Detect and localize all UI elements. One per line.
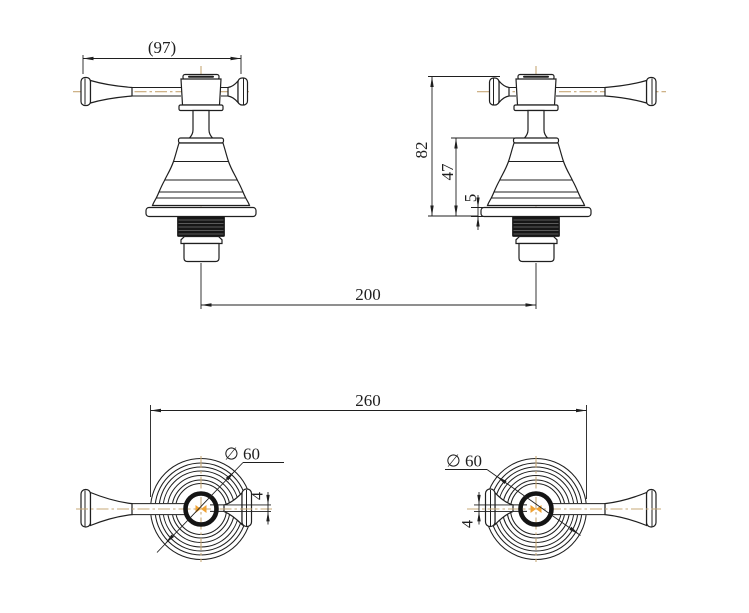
hub-base <box>513 104 559 112</box>
arrowhead <box>430 76 434 87</box>
dim-82-label: 82 <box>412 142 431 159</box>
hub-base <box>178 104 224 112</box>
arrowhead <box>477 494 481 505</box>
dim-4-right-label: 4 <box>460 520 477 528</box>
side-view-left-figure <box>73 66 257 263</box>
extension-lines <box>428 76 500 217</box>
spindle-lip <box>515 235 558 245</box>
arrowhead <box>83 56 94 61</box>
arrowhead <box>201 303 212 307</box>
spindle-bore-ring <box>518 491 554 527</box>
arrowhead <box>476 216 480 227</box>
stem <box>187 109 215 140</box>
threaded-section <box>512 216 560 237</box>
bell-top-plate <box>177 137 225 144</box>
extension-lines <box>225 504 271 512</box>
hub-top-slot <box>188 75 214 78</box>
base-flange <box>145 206 257 218</box>
extension-lines <box>150 405 587 499</box>
dimension-47: 47 <box>438 137 518 216</box>
dimension-5: 5 <box>461 194 488 230</box>
arrowhead <box>454 138 458 149</box>
lever-end-cap <box>80 76 92 107</box>
diameter-leader: ∅ 60 <box>445 452 581 536</box>
threaded-section <box>177 216 225 237</box>
arrowhead <box>569 526 580 535</box>
lever-taper-short <box>498 79 510 105</box>
arrowhead <box>476 197 480 208</box>
bell-body <box>486 142 586 207</box>
diameter-leader: ∅ 60 <box>156 445 284 553</box>
arrowhead <box>266 511 270 522</box>
extension-lines <box>82 55 242 74</box>
dimension-82: 82 <box>412 76 500 217</box>
arrowhead <box>477 511 481 522</box>
dimension-4-right: 4 <box>460 492 512 528</box>
lever-end-cap <box>80 488 92 528</box>
hub-top-slot <box>523 75 549 78</box>
lever-end-cap-short <box>237 77 249 106</box>
dimension-200: 200 <box>200 263 537 309</box>
side-view-right-figure <box>477 66 666 263</box>
top-view-left-figure: ∅ 60 4 <box>76 445 284 562</box>
extension-lines <box>474 504 512 512</box>
lever-end-cap-short <box>488 77 500 106</box>
dimension-97: (97) <box>82 38 242 74</box>
dim-200-label: 200 <box>355 285 381 304</box>
bell-bands <box>491 161 581 199</box>
arrowhead <box>266 494 270 505</box>
dim-47-label: 47 <box>438 163 457 181</box>
arrowhead <box>496 476 507 484</box>
dim-4-left-label: 4 <box>250 492 267 500</box>
arrowhead <box>430 205 434 216</box>
lever-taper <box>604 79 648 104</box>
bell-body <box>151 142 251 207</box>
spindle-body <box>518 242 555 263</box>
lever-end-cap <box>645 76 657 107</box>
dia-60-left-label: ∅ 60 <box>224 445 260 464</box>
spindle-bore-ring <box>183 491 219 527</box>
arrowhead <box>230 56 241 61</box>
lever-end-cap <box>645 488 657 528</box>
dim-5-label: 5 <box>461 194 480 203</box>
hub-body <box>515 78 557 106</box>
dimension-4-left: 4 <box>225 492 271 525</box>
stem <box>522 109 550 140</box>
arrowhead <box>150 408 161 413</box>
extension-lines <box>471 207 488 217</box>
lever-taper-short <box>227 79 239 105</box>
base-flange <box>480 206 592 218</box>
bell-top-plate <box>512 137 560 144</box>
bell-bands <box>156 161 246 199</box>
arrowhead <box>225 471 235 481</box>
spindle-body <box>183 242 220 263</box>
arrowhead <box>165 534 175 544</box>
top-view-right-figure: ∅ 60 4 <box>445 452 661 562</box>
extension-lines <box>200 263 537 309</box>
dim-97-label: (97) <box>148 38 176 57</box>
dimension-260: 260 <box>150 391 587 499</box>
arrowhead <box>454 205 458 216</box>
spindle-lip <box>180 235 223 245</box>
dia-60-right-label: ∅ 60 <box>446 452 482 471</box>
lever-taper <box>89 79 133 104</box>
dim-260-label: 260 <box>355 391 381 410</box>
arrowhead <box>525 303 536 307</box>
short-taper <box>223 491 243 527</box>
hub-body <box>180 78 222 106</box>
arrowhead <box>576 408 587 413</box>
